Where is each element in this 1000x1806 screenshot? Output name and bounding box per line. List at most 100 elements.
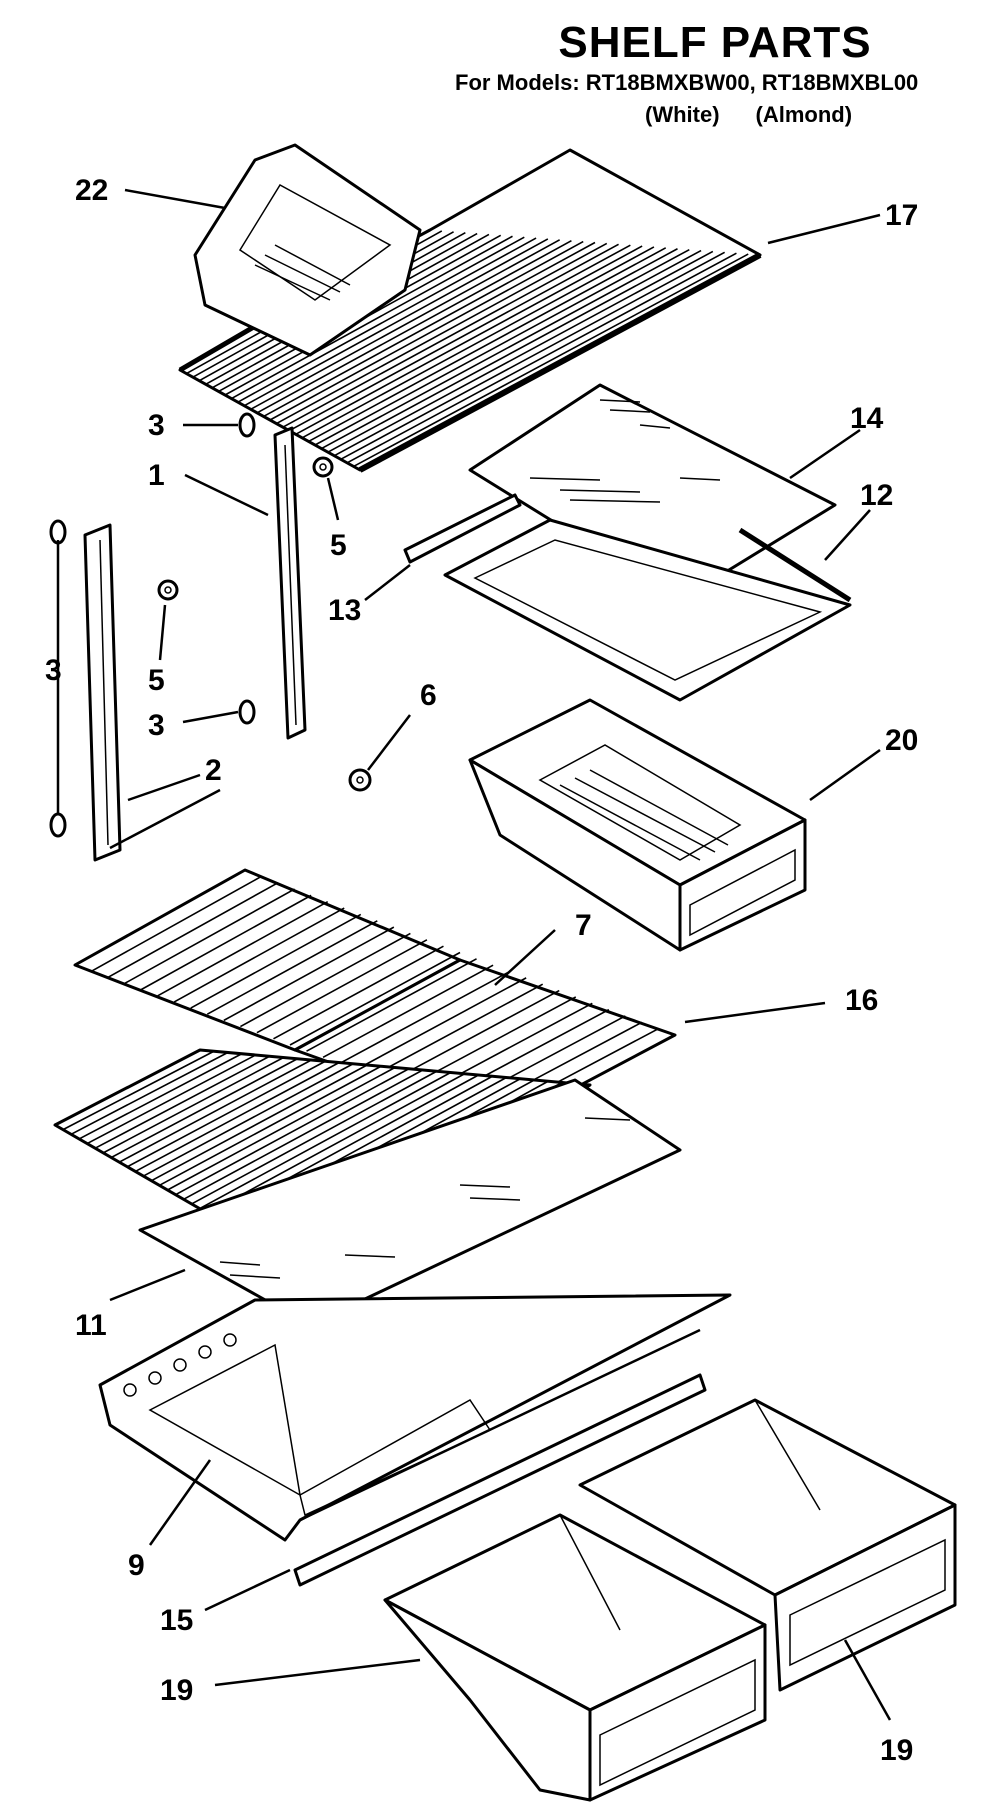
wire-rod	[70, 1051, 229, 1135]
wire-rod	[250, 239, 561, 410]
page-title: SHELF PARTS	[558, 18, 872, 67]
wire-rod	[183, 1069, 424, 1200]
wire-rod	[340, 251, 726, 460]
callout-15: 15	[160, 1604, 193, 1637]
wire-rod	[333, 250, 714, 457]
callout-12: 12	[860, 479, 893, 512]
wire-rod	[102, 1056, 284, 1154]
part-3-clip-upper-left	[49, 519, 67, 545]
wire-rod	[289, 951, 461, 1046]
part-5-screw-top	[312, 456, 334, 478]
part-19-crisper-drawer-right	[578, 1398, 957, 1692]
wire-rod	[124, 888, 296, 985]
callout-9: 9	[128, 1549, 145, 1582]
color-almond-label: (Almond)	[755, 102, 853, 127]
wire-rod	[321, 248, 690, 450]
callout-3-top: 3	[148, 409, 165, 442]
wire-rod	[190, 913, 362, 1009]
wire-rod	[314, 248, 678, 446]
wire-rod	[231, 236, 525, 400]
wire-rod	[339, 970, 510, 1065]
callout-19-left: 19	[160, 1674, 193, 1707]
wire-rod	[107, 881, 279, 979]
wire-rod	[118, 1059, 312, 1163]
wire-rod	[346, 252, 737, 464]
wire-rod	[353, 253, 749, 468]
callout-19-right: 19	[880, 1734, 913, 1767]
callout-20: 20	[885, 724, 918, 757]
part-3-clip-middle	[238, 699, 256, 725]
callout-22: 22	[75, 174, 108, 207]
wire-rod	[175, 1068, 410, 1196]
part-9-crisper-frame	[98, 1293, 732, 1542]
wire-rod	[237, 237, 537, 403]
wire-rod	[256, 939, 428, 1034]
part-13-rail	[403, 493, 522, 564]
models-line: For Models: RT18BMXBW00, RT18BMXBL00	[455, 70, 919, 95]
wire-rod	[62, 1050, 215, 1131]
callout-11: 11	[75, 1309, 107, 1342]
model-colors: (White) (Almond)	[645, 102, 852, 128]
callout-3-middle: 3	[148, 709, 165, 742]
wire-rod	[276, 242, 608, 425]
wire-rod	[388, 989, 560, 1083]
callout-2: 2	[205, 754, 222, 787]
wire-rod	[288, 244, 631, 432]
color-white-label: (White)	[645, 102, 720, 127]
wire-rod	[140, 894, 312, 991]
wire-rod	[191, 1070, 438, 1205]
callout-labels: 22 17 3 1 5 14 12 13 3 5 3 6 2 20 7 16 1…	[45, 174, 918, 1767]
callout-13: 13	[328, 594, 361, 627]
wire-rod	[223, 926, 395, 1022]
wire-rod	[157, 901, 329, 997]
wire-rod	[151, 1064, 368, 1182]
part-5-screw-left	[157, 579, 179, 601]
callout-1: 1	[148, 459, 165, 492]
part-1-shelf-support	[273, 426, 307, 740]
part-3-clip-top	[238, 412, 256, 438]
wire-rod	[256, 240, 572, 414]
part-20-meat-drawer	[468, 698, 807, 952]
part-22-small-bin	[193, 143, 422, 357]
part-11-crisper-cover	[138, 1078, 682, 1327]
wire-rod	[206, 920, 378, 1015]
part-19-crisper-drawer-left	[383, 1513, 767, 1802]
wire-rod	[78, 1053, 243, 1140]
wire-rod	[126, 1060, 326, 1168]
wire-rod	[243, 238, 549, 407]
wire-rod	[91, 875, 262, 972]
wire-rod	[269, 241, 596, 421]
wire-rod	[134, 1061, 340, 1173]
wire-rod	[308, 247, 667, 443]
wire-rod	[94, 1055, 271, 1149]
wire-rod	[355, 977, 527, 1071]
wire-rod	[173, 907, 345, 1003]
part-3-clip-lower-left	[49, 812, 67, 838]
wire-rod	[159, 1065, 382, 1187]
wire-rod	[199, 1071, 452, 1210]
part-15-divider-rail	[293, 1373, 707, 1587]
wire-rod	[306, 958, 477, 1052]
callout-17: 17	[885, 199, 918, 232]
callout-6: 6	[420, 679, 437, 712]
wire-rod	[110, 1058, 298, 1159]
wire-rod	[86, 1054, 257, 1145]
part-2-shelf-support	[83, 523, 221, 862]
part-6-screw	[348, 768, 372, 792]
wire-rod	[263, 240, 584, 418]
wire-rod	[240, 932, 411, 1028]
wire-rod	[372, 983, 544, 1077]
wire-rod	[273, 945, 444, 1040]
callout-16: 16	[845, 984, 878, 1017]
callout-5-top: 5	[330, 529, 347, 562]
wire-rod	[143, 1063, 354, 1177]
callout-3-left: 3	[45, 654, 62, 687]
wire-rod	[282, 243, 619, 428]
part-12-shelf-frame	[443, 518, 852, 702]
wire-rod	[327, 249, 702, 453]
wire-rod	[295, 245, 643, 435]
callout-leaders	[56, 188, 892, 1721]
callout-14: 14	[850, 402, 884, 435]
